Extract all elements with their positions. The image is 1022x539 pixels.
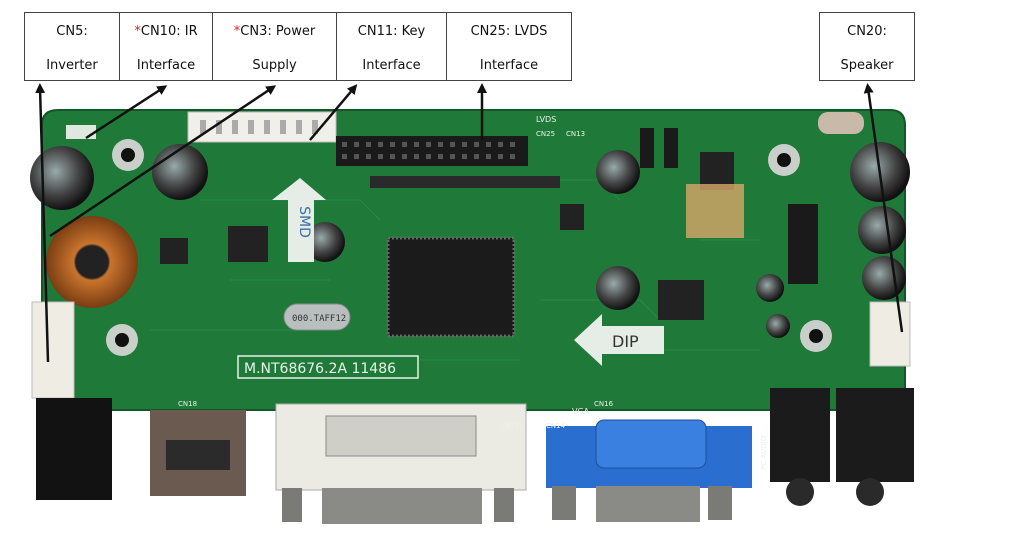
capacitor [756, 274, 784, 302]
pointer-arrows [35, 83, 904, 363]
label-cn3-line1: CN3: Power [240, 24, 316, 39]
audio-jack [770, 388, 830, 482]
label-cn10-line2: Interface [136, 58, 196, 73]
capacitor [766, 314, 790, 338]
vga-screw [708, 486, 732, 520]
smd-marker-arrow [272, 178, 326, 262]
vga-silk: VGA [572, 407, 590, 416]
regulator-ic [700, 152, 734, 190]
cn20-connector [869, 301, 911, 367]
dc-power-jack [36, 398, 112, 500]
capacitor [596, 266, 640, 310]
vga-port-shell [595, 419, 707, 469]
label-cn3-line1-wrap: *CN3: Power [213, 24, 336, 39]
audio-jack [836, 388, 914, 482]
label-cn5-line1: CN5: [56, 24, 88, 39]
lvds-silk: LVDS [536, 115, 556, 124]
model-text-box [237, 355, 419, 379]
label-cn5: CN5: Inverter [24, 12, 120, 81]
label-cn3: *CN3: Power Supply [212, 12, 337, 81]
regulator-ic [228, 226, 268, 262]
cn25-silk: CN25 [536, 130, 555, 138]
crystal-oscillator [283, 303, 351, 331]
label-cn10-line1: CN10: IR [140, 24, 198, 39]
hdmi-port-opening [166, 440, 230, 470]
main-ic-chip [386, 236, 516, 338]
label-cn20-line2: Speaker [840, 58, 894, 73]
audio-jack-barrel [856, 478, 884, 506]
jumper-header [640, 128, 654, 168]
capacitor [862, 256, 906, 300]
jumper-header [664, 128, 678, 168]
toroid-inductor [46, 216, 138, 308]
dip-label: DIP [612, 332, 639, 351]
capacitor [305, 222, 345, 262]
capacitor [30, 146, 94, 210]
label-cn3-line2: Supply [252, 58, 297, 73]
capacitor [152, 144, 208, 200]
crystal-text: 000.TAFF12 [292, 314, 346, 324]
dvi-port-body [322, 488, 482, 524]
mounting-hole [106, 324, 138, 356]
arrow-cn20 [863, 83, 904, 333]
pc-audio-silk: PC AUDIO [760, 435, 768, 470]
label-cn11: CN11: Key Interface [336, 12, 447, 81]
arrow-cn5 [35, 83, 50, 363]
audio-amp-ic [788, 204, 818, 284]
cn15-silk: CN15 [500, 422, 519, 430]
label-cn11-line1: CN11: Key [357, 24, 426, 39]
label-cn5-line2: Inverter [46, 58, 98, 73]
cn5-connector [31, 301, 75, 399]
required-star: * [134, 24, 141, 39]
mounting-hole [112, 139, 144, 171]
label-cn20: CN20: Speaker [819, 12, 915, 81]
lvds-pins [342, 142, 515, 159]
small-ic [560, 204, 584, 230]
audio-jack-barrel [786, 478, 814, 506]
dvi-pins [325, 415, 477, 457]
label-cn25-line2: Interface [479, 58, 539, 73]
capacitor [858, 206, 906, 254]
capacitor [596, 150, 640, 194]
cn18-silk: CN18 [178, 400, 197, 408]
regulator-ic [658, 280, 704, 320]
cn14-silk: CN14 [546, 422, 566, 430]
required-star: * [233, 24, 241, 39]
mounting-hole [768, 144, 800, 176]
small-ic [160, 238, 188, 264]
header-labels: CN5: Inverter *CN10: IR Interface *CN3: … [0, 12, 1022, 82]
cn13-silk: CN13 [566, 130, 585, 138]
label-cn20-line1: CN20: [847, 24, 887, 39]
dvi-screw [282, 488, 302, 522]
vga-screw [552, 486, 576, 520]
label-cn25-line1: CN25: LVDS [470, 24, 548, 39]
dvi-screw [494, 488, 514, 522]
smd-label: SMD [296, 206, 312, 238]
arrow-cn10 [85, 85, 168, 140]
power-resistor [818, 112, 864, 134]
label-cn11-line2: Interface [362, 58, 421, 73]
cn3-pins [200, 120, 318, 134]
label-cn10-line1-wrap: *CN10: IR [120, 24, 212, 39]
arrow-cn11 [309, 84, 358, 141]
label-cn25: CN25: LVDS Interface [446, 12, 572, 81]
vga-port-body [596, 486, 700, 522]
cn11-lvds-header [336, 136, 528, 166]
fpc-connector [370, 176, 560, 188]
model-text: M.NT68676.2A 11486 [244, 361, 396, 377]
mounting-hole [800, 320, 832, 352]
heat-pad [686, 184, 744, 238]
dip-marker-arrow [574, 314, 664, 366]
cn16-silk: CN16 [594, 400, 614, 408]
cn10-connector [66, 125, 96, 139]
arrow-cn3 [49, 85, 277, 238]
